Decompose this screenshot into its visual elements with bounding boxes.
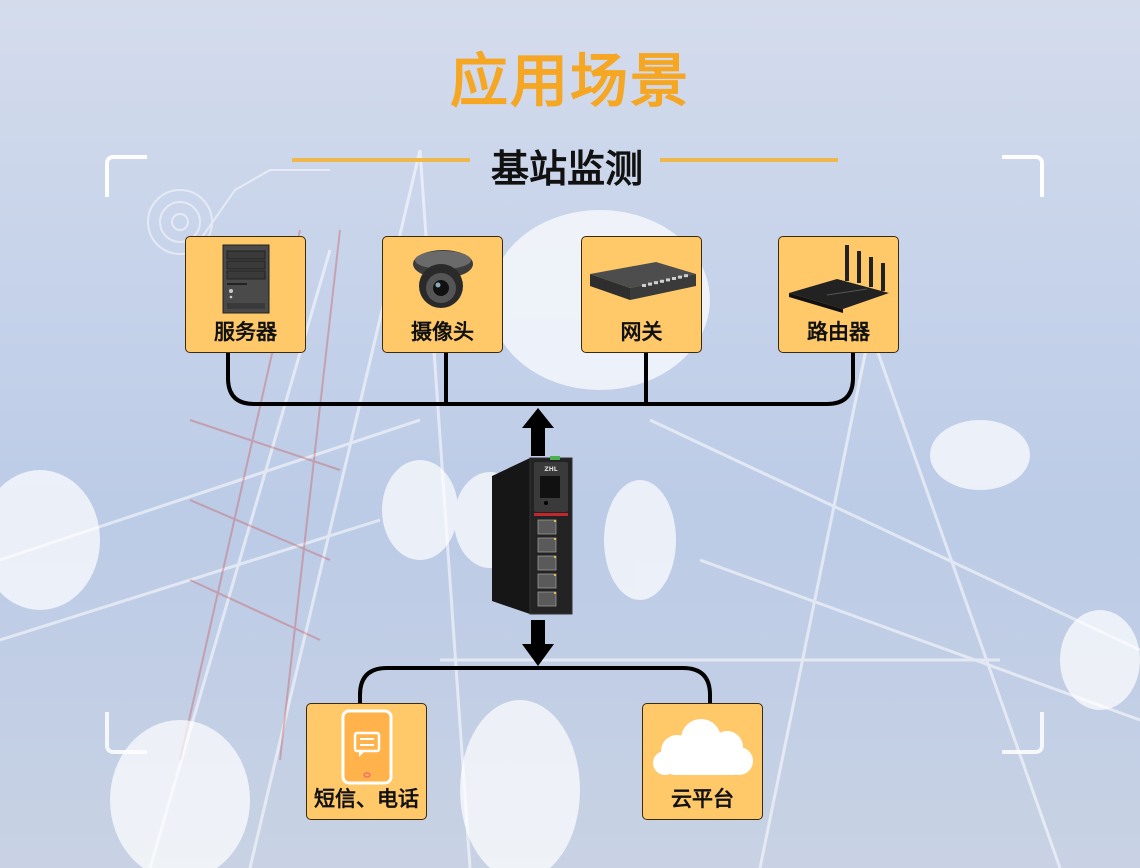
device-card-camera[interactable]: 摄像头 xyxy=(382,236,503,353)
device-label: 路由器 xyxy=(807,320,870,344)
cloud-icon xyxy=(643,708,762,784)
corner-bracket-bottom-left xyxy=(105,712,147,754)
page-title: 应用场景 xyxy=(449,47,690,115)
top-bus-line xyxy=(226,352,855,406)
device-card-server[interactable]: 服务器 xyxy=(185,236,306,353)
wifi-router-icon xyxy=(779,241,898,317)
right-accent-line xyxy=(660,158,838,162)
device-label: 网关 xyxy=(620,320,663,344)
target-card-cloud-platform[interactable]: 云平台 xyxy=(642,703,763,820)
industrial-ethernet-switch[interactable]: ZHL xyxy=(490,456,580,616)
section-title: 基站监测 xyxy=(490,147,643,191)
corner-bracket-top-right xyxy=(1002,155,1044,197)
corner-bracket-top-left xyxy=(105,155,147,197)
phone-message-icon xyxy=(307,708,426,785)
section-header: 基站监测 xyxy=(0,138,1140,191)
down-arrow-icon xyxy=(522,620,554,666)
server-tower-icon xyxy=(186,241,305,317)
corner-bracket-bottom-right xyxy=(1002,712,1044,754)
device-card-router[interactable]: 路由器 xyxy=(778,236,899,353)
left-accent-line xyxy=(292,158,470,162)
target-label: 云平台 xyxy=(671,787,734,811)
dome-camera-icon xyxy=(383,241,502,317)
network-switch-icon xyxy=(582,241,701,317)
up-arrow-icon xyxy=(522,408,554,456)
switch-brand-label: ZHL xyxy=(544,466,557,473)
target-label: 短信、电话 xyxy=(314,787,419,811)
device-card-gateway[interactable]: 网关 xyxy=(581,236,702,353)
bottom-bus-line xyxy=(358,666,712,705)
device-label: 服务器 xyxy=(214,320,277,344)
device-label: 摄像头 xyxy=(411,320,474,344)
industrial-ethernet-switch-icon: ZHL xyxy=(492,456,573,615)
target-card-sms-phone[interactable]: 短信、电话 xyxy=(306,703,427,820)
